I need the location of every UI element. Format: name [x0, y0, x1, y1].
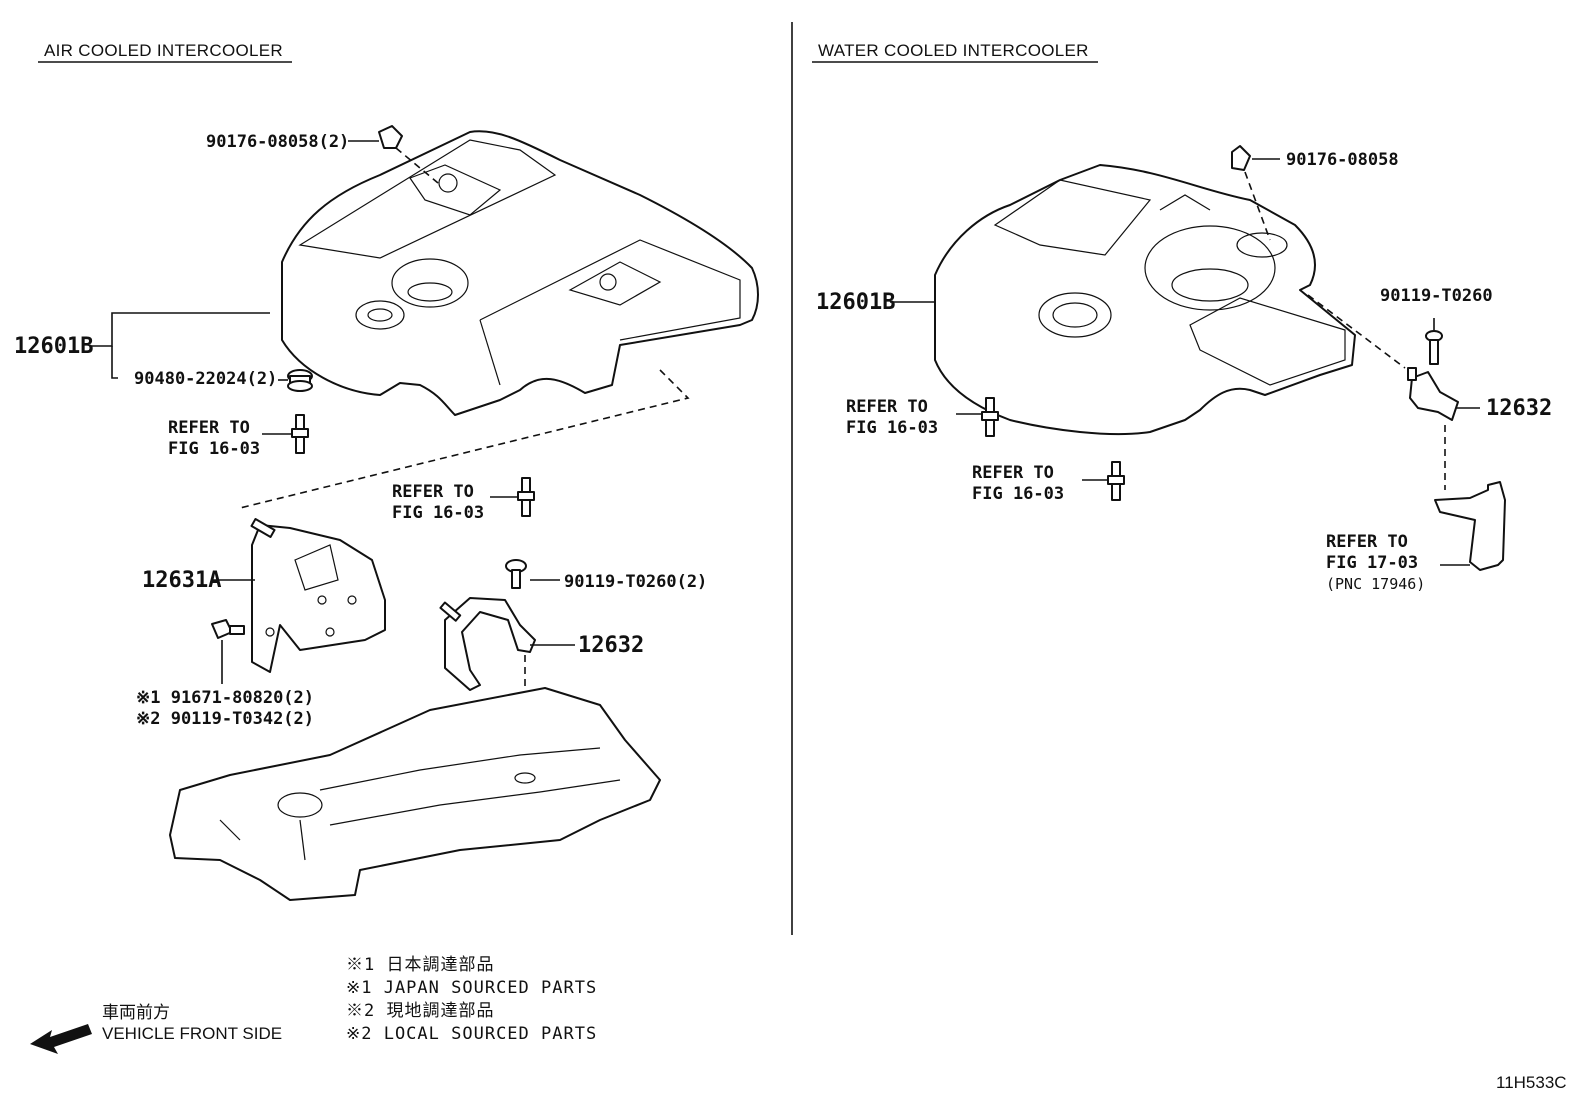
refer-a-right-line2: FIG 16-03 — [846, 418, 939, 438]
label-refer-b-left: REFER TO FIG 16-03 — [392, 482, 484, 524]
bolt-bracket-left — [211, 619, 245, 684]
label-bolt-stay-right: 90119-T0260 — [1380, 286, 1493, 306]
label-engine-cover-left: 12601B — [14, 334, 94, 359]
right-section-title: WATER COOLED INTERCOOLER — [818, 41, 1089, 60]
figure-code: 11H533C — [1496, 1073, 1567, 1092]
left-section-title: AIR COOLED INTERCOOLER — [44, 41, 283, 60]
label-note-bolt-2: ※2 90119-T0342(2) — [136, 709, 315, 729]
note-2-jp: ※2 現地調達部品 — [346, 1001, 495, 1021]
label-cover-clip-left: 90176-08058(2) — [206, 132, 350, 152]
label-bracket-12631A: 12631A — [142, 568, 222, 593]
label-cushion-left: 90480-22024(2) — [134, 369, 278, 389]
label-note-bolt-1: ※1 91671-80820(2) — [136, 688, 315, 708]
stud-refer-b-left — [490, 477, 535, 517]
label-refer-a-right: REFER TO FIG 16-03 — [846, 397, 938, 439]
refer-a-right-line1: REFER TO — [846, 397, 928, 417]
label-refer-b-right: REFER TO FIG 16-03 — [972, 463, 1064, 505]
vehicle-front-jp: 車両前方 — [102, 1003, 170, 1022]
label-refer-a-left: REFER TO FIG 16-03 — [168, 418, 260, 460]
note-2-en: ※2 LOCAL SOURCED PARTS — [346, 1024, 598, 1044]
refer-b-right-line1: REFER TO — [972, 463, 1054, 483]
bolt-stay-right — [1307, 294, 1443, 369]
cushion-left — [278, 369, 313, 392]
bracket-12631A — [212, 518, 386, 673]
refer-c-right-line1: REFER TO — [1326, 532, 1408, 552]
refer-b-left-line2: FIG 16-03 — [392, 503, 485, 523]
refer-b-left-line1: REFER TO — [392, 482, 474, 502]
cover-clip-right — [1231, 145, 1280, 241]
label-cover-clip-right: 90176-08058 — [1286, 150, 1399, 170]
refer-b-right-line2: FIG 16-03 — [972, 484, 1065, 504]
cover-clip-left — [348, 125, 439, 184]
label-refer-c-right: REFER TO FIG 17-03 (PNC 17946) — [1326, 532, 1425, 595]
refer-c-right-line2: FIG 17-03 — [1326, 553, 1419, 573]
label-bolt-stay-left: 90119-T0260(2) — [564, 572, 708, 592]
refer-a-left-line1: REFER TO — [168, 418, 250, 438]
refer-c-right-line3: (PNC 17946) — [1326, 575, 1426, 593]
engine-cover-water-cooled — [934, 164, 1356, 436]
engine-cover-air-cooled — [281, 130, 759, 416]
arrow-left-icon — [30, 1024, 92, 1054]
bracket-refer-17-03 — [1434, 481, 1506, 571]
notes-block: ※1 日本調達部品 ※1 JAPAN SOURCED PARTS ※2 現地調達… — [346, 954, 597, 1046]
stud-refer-b-right — [1082, 461, 1125, 501]
note-1-jp: ※1 日本調達部品 — [346, 955, 495, 975]
cylinder-head-cover — [169, 687, 661, 901]
stay-12632-right — [1407, 367, 1480, 490]
note-1-en: ※1 JAPAN SOURCED PARTS — [346, 978, 598, 998]
refer-a-left-line2: FIG 16-03 — [168, 439, 261, 459]
vehicle-front-label: 車両前方 VEHICLE FRONT SIDE — [102, 1002, 282, 1044]
stud-refer-a-right — [956, 397, 999, 437]
vehicle-front-en: VEHICLE FRONT SIDE — [102, 1024, 283, 1043]
label-engine-cover-right: 12601B — [816, 290, 896, 315]
stud-refer-a-left — [262, 414, 309, 454]
label-stay-12632-right: 12632 — [1486, 396, 1553, 421]
label-stay-12632-left: 12632 — [578, 633, 645, 658]
bolt-stay-left — [505, 559, 560, 589]
